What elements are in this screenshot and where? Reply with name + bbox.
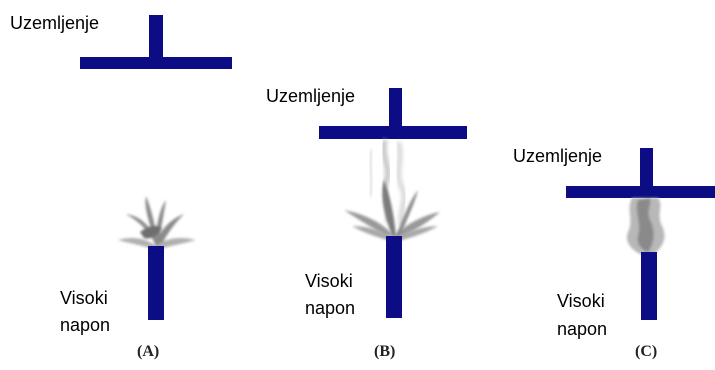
high-voltage-label-b-line2: napon xyxy=(305,298,356,318)
high-voltage-electrode xyxy=(386,236,402,318)
panel-b xyxy=(319,88,467,318)
panel-a xyxy=(80,15,232,320)
caption-a: (A) xyxy=(137,343,160,360)
high-voltage-label-a-line2: napon xyxy=(60,315,111,335)
ground-label-b: Uzemljenje xyxy=(266,86,356,106)
ground-electrode-stem xyxy=(640,148,653,190)
streamer-discharge-b xyxy=(344,139,440,242)
high-voltage-label-b-line1: Visoki xyxy=(305,271,353,291)
high-voltage-label-a-line1: Visoki xyxy=(60,288,108,308)
ground-electrode-stem xyxy=(389,88,402,130)
high-voltage-label-c-line1: Visoki xyxy=(557,291,605,311)
ground-electrode-stem xyxy=(149,15,163,63)
caption-b: (B) xyxy=(374,343,396,360)
ground-electrode-plate xyxy=(319,126,467,139)
ground-electrode-plate xyxy=(566,186,715,198)
high-voltage-electrode xyxy=(641,252,657,320)
ground-label-c: Uzemljenje xyxy=(513,146,603,166)
arc-discharge-c xyxy=(626,198,665,254)
ground-label-a: Uzemljenje xyxy=(10,13,100,33)
corona-discharge-a xyxy=(118,196,196,250)
ground-electrode-plate xyxy=(80,57,232,69)
high-voltage-label-c-line2: napon xyxy=(557,319,608,339)
high-voltage-electrode xyxy=(148,246,164,320)
panel-c xyxy=(566,148,715,320)
caption-c: (C) xyxy=(635,343,658,360)
